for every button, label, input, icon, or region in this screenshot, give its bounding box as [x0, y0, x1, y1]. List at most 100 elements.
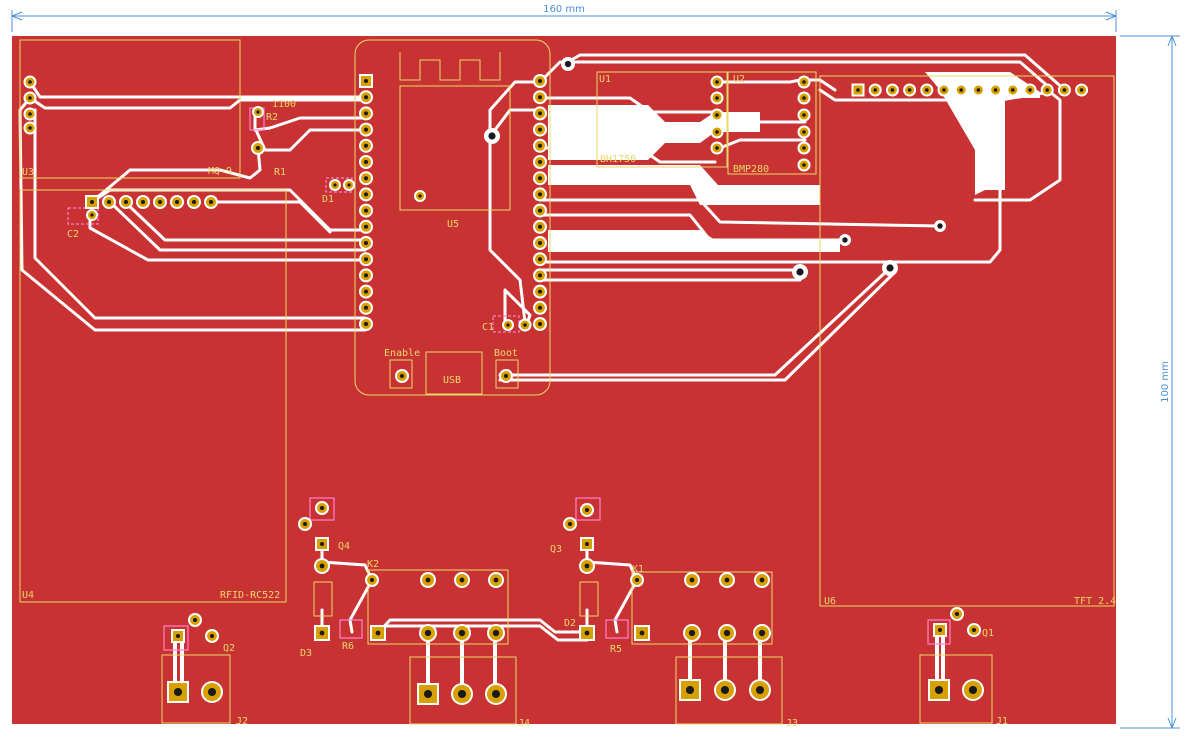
pad — [502, 319, 514, 331]
pad — [1075, 83, 1089, 97]
q4-ref: Q4 — [338, 541, 350, 552]
pad — [119, 195, 133, 209]
pad — [359, 300, 373, 315]
pad — [359, 317, 373, 331]
height-dimension: 100 mm — [1120, 35, 1180, 729]
via — [839, 234, 851, 246]
pad — [414, 190, 426, 202]
j4-outline — [409, 656, 517, 725]
pad — [343, 179, 355, 191]
pad — [518, 318, 532, 332]
pad — [533, 252, 547, 267]
pad — [797, 158, 811, 172]
pad — [499, 369, 513, 383]
silkscreen-labels: U3 U4 RFID-RC522 U5 Enable USB Boot U1 B… — [22, 74, 1116, 729]
pad — [533, 236, 547, 250]
d1-ref: D1 — [322, 194, 334, 205]
pad — [533, 90, 547, 105]
k2-outline — [367, 569, 509, 645]
pad — [683, 624, 701, 642]
through-hole-pads — [23, 57, 1089, 705]
pad — [487, 624, 505, 642]
pad — [1006, 83, 1020, 97]
pad — [533, 138, 547, 153]
pad — [359, 74, 373, 88]
pad — [453, 624, 471, 642]
j3-outline — [675, 656, 783, 725]
antenna-pattern — [399, 52, 501, 81]
pad — [188, 613, 202, 627]
via — [792, 264, 808, 280]
pad — [710, 108, 724, 122]
u5-usb-label: USB — [443, 375, 461, 386]
pad — [359, 252, 373, 267]
pad — [679, 679, 701, 701]
r5-ref: R5 — [610, 644, 622, 655]
pad — [205, 629, 219, 643]
u1-outline — [596, 71, 728, 168]
pad — [971, 83, 985, 97]
pad — [580, 537, 594, 551]
pad — [170, 195, 184, 209]
pad — [417, 683, 439, 705]
u2-ref: U2 — [733, 74, 745, 85]
pad — [171, 629, 185, 643]
pad — [1023, 83, 1037, 97]
white-pours — [548, 72, 1040, 252]
pad — [579, 625, 595, 641]
q1-ref: Q1 — [982, 628, 994, 639]
c2-ref: C2 — [67, 229, 79, 240]
pad — [370, 625, 386, 641]
pad — [359, 236, 373, 250]
j1-outline — [919, 654, 993, 724]
d2-body — [579, 581, 599, 617]
pad — [1057, 83, 1071, 97]
pad — [928, 679, 950, 701]
pad — [420, 572, 436, 588]
u6-ref: U6 — [824, 596, 836, 607]
pad — [359, 90, 373, 105]
smd-courtyards — [67, 107, 951, 651]
d3-body — [313, 581, 333, 617]
pad — [359, 203, 373, 218]
pad — [533, 122, 547, 137]
pad — [579, 558, 595, 574]
pad — [719, 572, 735, 588]
u3-outline — [19, 39, 241, 179]
pad — [23, 91, 37, 105]
pad — [451, 683, 473, 705]
pad — [1040, 83, 1054, 97]
pad — [314, 625, 330, 641]
pad — [533, 284, 547, 299]
pad — [329, 179, 341, 191]
u5-ref: U5 — [447, 219, 459, 230]
k1-ref: K1 — [632, 564, 644, 575]
pad — [359, 138, 373, 153]
u6-name: TFT_2.4 — [1074, 596, 1116, 607]
k1-outline — [631, 571, 773, 645]
pad — [359, 187, 373, 202]
pad — [754, 572, 770, 588]
pad — [710, 141, 724, 155]
pad — [359, 171, 373, 186]
pad — [23, 75, 37, 89]
pad — [153, 195, 167, 209]
pad — [315, 537, 329, 551]
pad — [962, 679, 984, 701]
pad — [359, 284, 373, 299]
u5-chip-outline — [399, 85, 511, 211]
pad — [485, 683, 507, 705]
pad — [868, 83, 882, 97]
j2-ref: J2 — [236, 716, 248, 727]
pad — [533, 171, 547, 186]
via — [934, 220, 946, 232]
pad — [86, 209, 98, 221]
j4-ref: J4 — [518, 718, 530, 729]
u3-ref: U3 — [22, 167, 34, 178]
c1-ref: C1 — [482, 322, 494, 333]
j1-ref: J1 — [996, 716, 1008, 727]
pad — [903, 83, 917, 97]
r2-ref: R2 — [266, 112, 278, 123]
via — [561, 57, 575, 71]
q2-ref: Q2 — [223, 643, 235, 654]
